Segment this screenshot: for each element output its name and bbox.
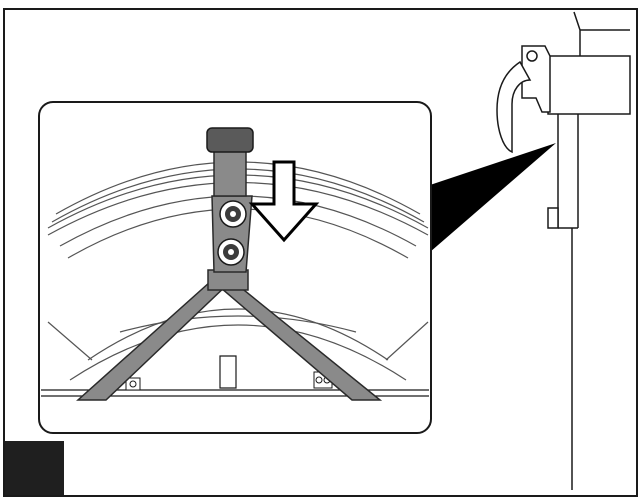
support-arms: [76, 269, 383, 401]
arrow-down-icon: [248, 160, 320, 243]
black-square-marker: [5, 441, 64, 495]
clamp-plate: [211, 195, 253, 273]
clamp-lever: [496, 45, 551, 154]
callout-pointer: [430, 143, 556, 252]
machine-column: [547, 11, 631, 490]
clamp-nut-lower: [217, 238, 245, 266]
detail-callout: [38, 101, 432, 434]
clamp-nut-upper: [219, 200, 247, 228]
top-knob: [206, 127, 254, 197]
